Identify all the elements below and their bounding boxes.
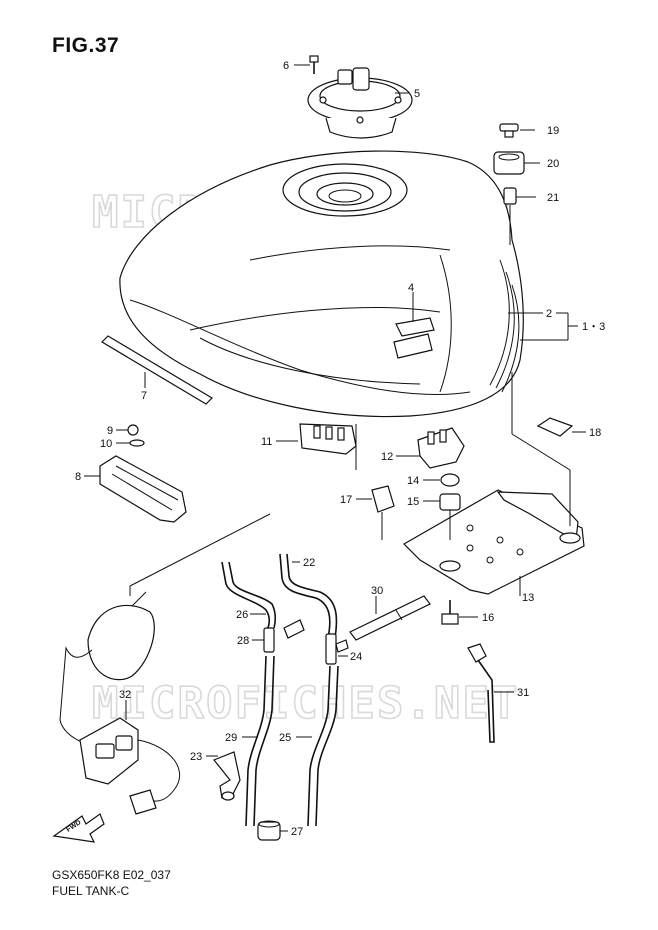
cushion-15 [439, 493, 461, 511]
callout-23: 23 [190, 751, 202, 763]
callout-27: 27 [291, 826, 303, 838]
callout-12: 12 [381, 451, 393, 463]
callout-31: 31 [517, 687, 529, 699]
cushion-18 [536, 417, 574, 437]
screw-9 [127, 424, 139, 436]
forward-arrow: FWD [52, 813, 105, 843]
fuel-tank [119, 150, 524, 418]
damper-8 [99, 455, 187, 523]
callout-14: 14 [407, 475, 419, 487]
callout-17: 17 [340, 494, 352, 506]
plate-13 [403, 489, 585, 595]
figure-title: FIG.37 [52, 34, 120, 57]
callout-29: 29 [225, 732, 237, 744]
bracket-12 [417, 427, 465, 469]
callout-5: 5 [414, 88, 420, 100]
cushion-14 [440, 473, 460, 487]
bolt-16 [441, 600, 459, 625]
callout-20: 20 [547, 158, 559, 170]
hose-30 [349, 595, 431, 641]
joint-24 [325, 633, 349, 665]
callout-6: 6 [283, 60, 289, 72]
bracket-11 [299, 423, 357, 455]
fuel-cap [307, 67, 413, 139]
tank-strip-7 [101, 335, 213, 405]
callout-16: 16 [482, 612, 494, 624]
callout-22: 22 [303, 557, 315, 569]
section-name: FUEL TANK-C [52, 884, 130, 898]
callout-4: 4 [408, 282, 414, 294]
leader-lines [84, 64, 586, 832]
cushion-20 [493, 151, 525, 175]
callout-9: 9 [107, 425, 113, 437]
fuel-pump-32 [59, 591, 180, 815]
callout-28: 28 [237, 635, 249, 647]
model-code: GSX650FK8 E02_037 [52, 868, 171, 882]
hose-29 [245, 655, 275, 827]
joint-28 [263, 627, 275, 653]
callout-13: 13 [522, 592, 534, 604]
callout-24: 24 [350, 651, 362, 663]
callout-21: 21 [547, 192, 559, 204]
callout-8: 8 [75, 471, 81, 483]
collar-21 [503, 187, 517, 205]
bolt-6 [309, 55, 319, 74]
cap-27 [257, 820, 281, 841]
callout-25: 25 [279, 732, 291, 744]
callout-2: 2 [546, 308, 552, 320]
callout-32: 32 [119, 689, 131, 701]
joint-pipe [283, 619, 305, 639]
clamp-23 [213, 751, 241, 801]
strap-31 [467, 643, 495, 743]
callout-19: 19 [547, 125, 559, 137]
callout-11: 11 [261, 436, 272, 448]
callout-1-3: 1・3 [582, 321, 605, 333]
callout-10: 10 [100, 438, 112, 450]
callout-30: 30 [371, 585, 383, 597]
bolt-19 [499, 123, 519, 138]
cushion-17 [371, 485, 395, 513]
hose-26 [221, 561, 277, 629]
callout-18: 18 [589, 427, 601, 439]
leader-pump-2 [129, 513, 271, 587]
hose-25 [307, 665, 339, 827]
callout-7: 7 [141, 390, 147, 402]
watermark-bottom: MICROFICHES.NET [92, 678, 519, 729]
callout-15: 15 [407, 496, 419, 508]
hose-22 [279, 553, 338, 639]
callout-numbers: 1・3 2 4 5 6 7 8 9 10 11 12 13 14 15 16 1… [75, 60, 605, 838]
callout-26: 26 [236, 609, 248, 621]
washer-10 [129, 439, 145, 447]
leader-plate-rear-2 [511, 433, 571, 471]
